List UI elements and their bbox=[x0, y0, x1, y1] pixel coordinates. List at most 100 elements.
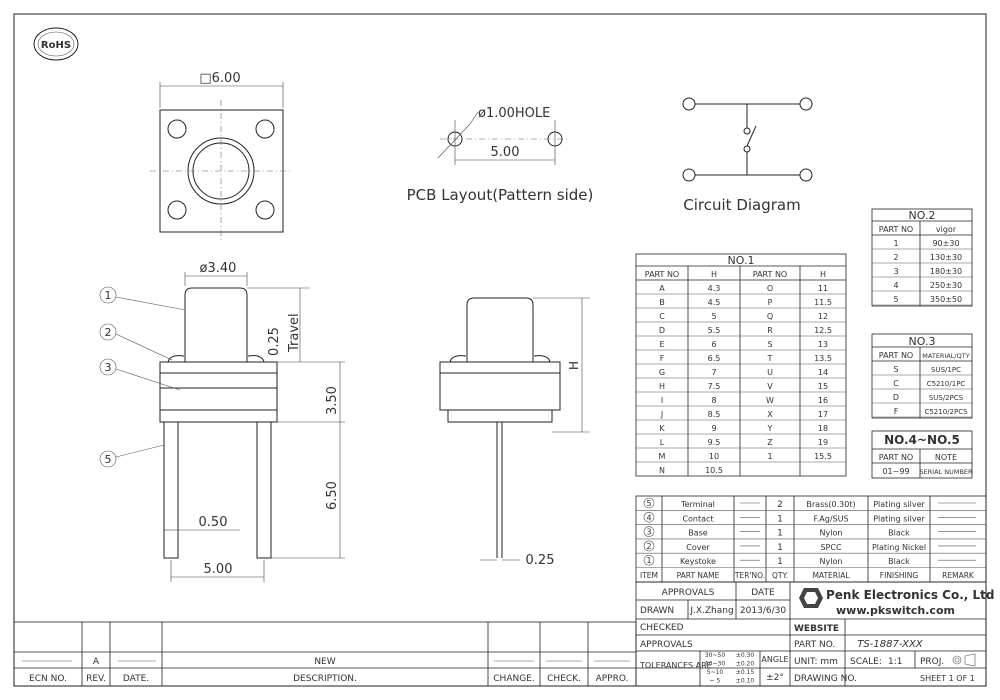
no3-cell: SUS/2PCS bbox=[929, 394, 964, 402]
bom-header: ITEM bbox=[640, 571, 658, 580]
no1-header: H bbox=[711, 270, 717, 279]
bom-qty: 1 bbox=[777, 557, 783, 567]
no1-cell: 14 bbox=[818, 368, 828, 377]
no1-cell: 18 bbox=[818, 424, 828, 433]
drawing-no-label: DRAWING NO. bbox=[794, 674, 857, 684]
no3-cell: C5210/1PC bbox=[927, 380, 966, 388]
no2-cell: 250±30 bbox=[930, 281, 962, 290]
scale-value: 1:1 bbox=[888, 657, 902, 667]
no1-cell: 15 bbox=[818, 382, 828, 391]
bom-part-name: Cover bbox=[686, 543, 710, 552]
front-h350: 3.50 bbox=[325, 386, 340, 415]
no3-cell: F bbox=[894, 407, 899, 416]
bom-finishing: Plating silver bbox=[873, 500, 925, 509]
bom-header: MATERIAL bbox=[812, 571, 850, 580]
no1-cell: C bbox=[659, 312, 665, 321]
revision-header: REV. bbox=[86, 674, 106, 684]
tolerances-label: TOLERANCES ARE bbox=[639, 661, 712, 670]
no1-cell: 17 bbox=[818, 410, 828, 419]
no1-cell: 10.5 bbox=[705, 466, 723, 475]
no1-cell: N bbox=[659, 466, 665, 475]
company-website: www.pkswitch.com bbox=[836, 604, 955, 617]
no1-cell: 9.5 bbox=[708, 438, 721, 447]
bom-part-name: Contact bbox=[682, 514, 713, 523]
no45-cell: 01~99 bbox=[882, 467, 909, 476]
no1-header: PART NO bbox=[753, 270, 787, 279]
front-view: ø3.40 0.25 Travel 3.50 6.50 0.50 5.00 1 … bbox=[99, 261, 345, 582]
side-w025: 0.25 bbox=[526, 553, 555, 568]
no2-cell: 5 bbox=[893, 295, 898, 304]
no1-title: NO.1 bbox=[728, 254, 755, 267]
no1-cell: O bbox=[767, 284, 773, 293]
front-dia-dim: ø3.40 bbox=[200, 261, 237, 276]
no1-cell: 1 bbox=[767, 452, 772, 461]
bom-qty: 1 bbox=[777, 514, 783, 524]
no2-cell: 3 bbox=[893, 267, 898, 276]
no2-cell: 130±30 bbox=[930, 253, 962, 262]
no1-cell: 19 bbox=[818, 438, 828, 447]
no1-cell: B bbox=[659, 298, 665, 307]
no1-cell: 7 bbox=[711, 368, 716, 377]
bom-material: Brass(0.30t) bbox=[806, 500, 855, 509]
front-w050: 0.50 bbox=[199, 515, 228, 530]
bom-item-number: 2 bbox=[646, 542, 651, 551]
no2-cell: 4 bbox=[893, 281, 898, 290]
no1-cell: 11.5 bbox=[814, 298, 832, 307]
pcb-pitch-dim: 5.00 bbox=[491, 145, 520, 160]
no1-cell: Z bbox=[767, 438, 773, 447]
no3-header: PART NO bbox=[879, 351, 913, 360]
no45-title: NO.4~NO.5 bbox=[884, 433, 960, 447]
no1-cell: 6.5 bbox=[708, 354, 721, 363]
website-label: WEBSITE bbox=[794, 624, 839, 634]
revision-header: DESCRIPTION. bbox=[293, 674, 357, 684]
tolerance-value: ±0.20 bbox=[736, 661, 755, 668]
no3-cell: C5210/2PCS bbox=[924, 408, 968, 416]
no1-cell: 9 bbox=[711, 424, 716, 433]
no2-cell: 2 bbox=[893, 253, 898, 262]
no2-cell: 90±30 bbox=[932, 239, 959, 248]
approvals-label: APPROVALS bbox=[640, 640, 693, 650]
no1-cell: I bbox=[661, 396, 663, 405]
circuit-diagram: Circuit Diagram bbox=[682, 97, 813, 214]
top-view: □6.00 bbox=[150, 71, 293, 243]
callout-5: 5 bbox=[105, 453, 112, 466]
no1-cell: W bbox=[766, 396, 774, 405]
front-h650: 6.50 bbox=[325, 481, 340, 510]
bom-qty: 1 bbox=[777, 543, 783, 553]
no1-cell: 5 bbox=[711, 312, 716, 321]
side-h-dim: H bbox=[567, 361, 581, 370]
sheet-label: SHEET 1 OF 1 bbox=[920, 674, 975, 683]
no3-cell: D bbox=[893, 393, 899, 402]
no1-cell: A bbox=[659, 284, 665, 293]
no1-cell: V bbox=[767, 382, 773, 391]
no1-cell: Q bbox=[767, 312, 773, 321]
no1-cell: F bbox=[660, 354, 665, 363]
tolerance-range: 5~10 bbox=[707, 669, 724, 676]
no1-cell: 6 bbox=[711, 340, 716, 349]
no1-cell: 11 bbox=[818, 284, 828, 293]
callout-1: 1 bbox=[105, 289, 112, 302]
no1-cell: X bbox=[767, 410, 773, 419]
no1-header: PART NO bbox=[645, 270, 679, 279]
callout-2: 2 bbox=[105, 326, 112, 339]
bom-item-number: 3 bbox=[646, 528, 651, 537]
no1-cell: U bbox=[767, 368, 773, 377]
callout-3: 3 bbox=[105, 361, 112, 374]
tolerance-range: 30~50 bbox=[705, 652, 725, 659]
drawn-by: J.X.Zhang bbox=[689, 606, 733, 616]
no1-cell: R bbox=[767, 326, 773, 335]
bom-item-number: 4 bbox=[646, 513, 651, 522]
bom-material: Nylon bbox=[820, 557, 843, 566]
no1-cell: 8 bbox=[711, 396, 716, 405]
no1-header: H bbox=[820, 270, 826, 279]
bom-material: F.Ag/SUS bbox=[813, 514, 848, 523]
no3-title: NO.3 bbox=[909, 335, 936, 348]
no3-cell: C bbox=[893, 379, 899, 388]
bom-finishing: Black bbox=[888, 557, 910, 566]
